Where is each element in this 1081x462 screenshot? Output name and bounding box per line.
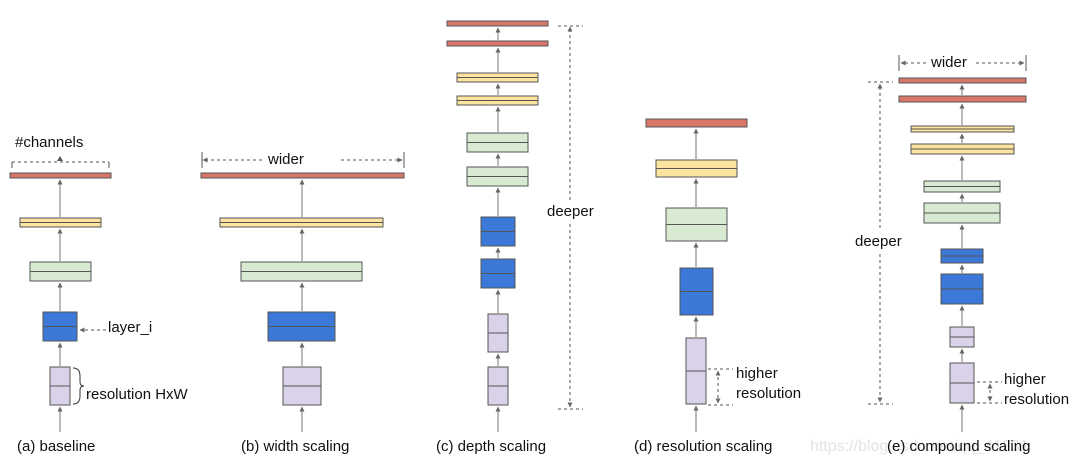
wider-label-b: wider (267, 151, 304, 168)
c-output-layer-2 (446, 40, 549, 47)
d-output-layer (645, 118, 748, 128)
channels-label: #channels (15, 134, 83, 151)
resolution-label-e: resolution (1004, 391, 1069, 408)
caption-e: (e) compound scaling (887, 438, 1030, 455)
watermark: https://blog.csdn.net/qq_41231 (810, 438, 1029, 455)
deeper-label-c: deeper (547, 203, 594, 220)
e-output-layer-2 (898, 95, 1027, 103)
caption-d: (d) resolution scaling (634, 438, 772, 455)
resolution-label-d: resolution (736, 385, 801, 402)
layer-label: layer_i (108, 319, 152, 336)
b-output-layer (200, 172, 405, 179)
caption-b: (b) width scaling (241, 438, 349, 455)
a-output-layer (9, 172, 112, 179)
a-resolution-brace (72, 367, 85, 405)
caption-c: (c) depth scaling (436, 438, 546, 455)
wider-label-e: wider (930, 54, 967, 71)
a-channels-tick (57, 156, 63, 161)
higher-label-e: higher (1004, 371, 1046, 388)
c-output-layer-1 (446, 20, 549, 27)
e-output-layer-1 (898, 77, 1027, 84)
caption-a: (a) baseline (17, 438, 95, 455)
deeper-label-e: deeper (855, 233, 902, 250)
resolution-hxw-label: resolution HxW (86, 386, 189, 403)
higher-label-d: higher (736, 365, 778, 382)
